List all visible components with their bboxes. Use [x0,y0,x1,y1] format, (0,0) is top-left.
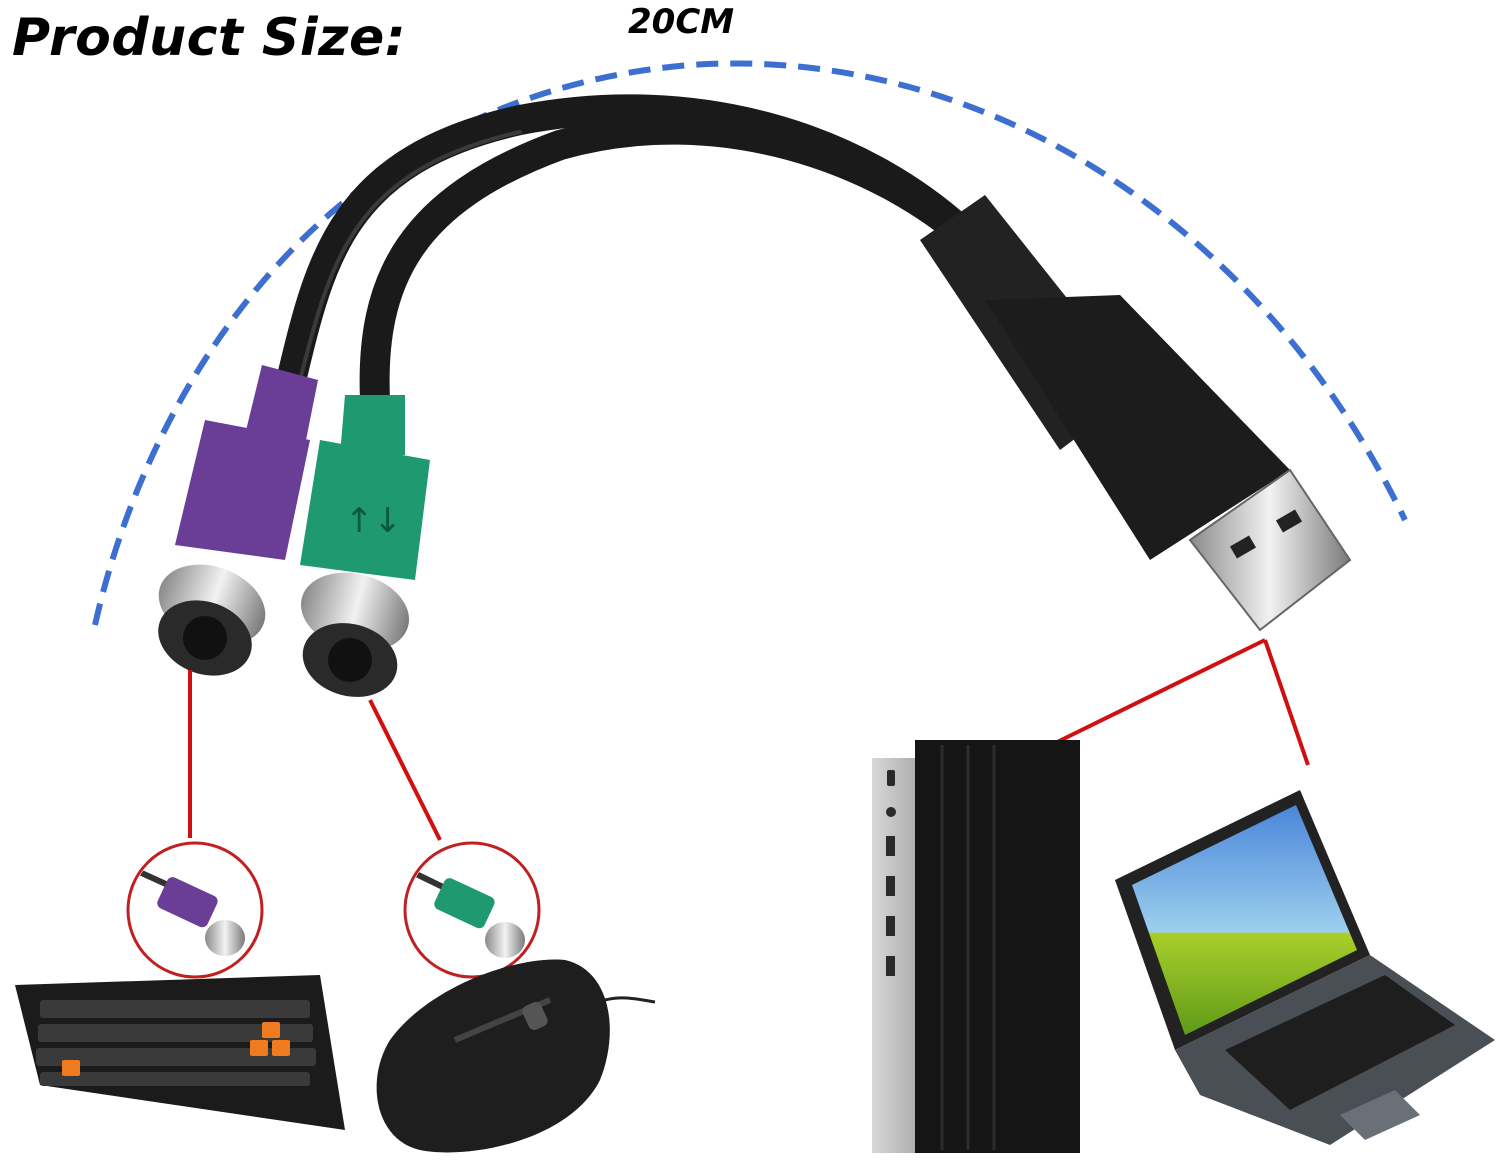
dimension-arc [92,60,1408,626]
mouse-illustration [376,959,656,1153]
ps2-mouse-connector: ↑↓ [300,395,430,697]
cable-length-label: 20CM [628,2,735,42]
arrow-label: ↑↓ [345,501,402,541]
product-size-title: Product Size: [12,8,407,68]
keyboard-plug-inset [126,841,264,979]
mouse-plug-inset [403,841,541,979]
usb-plug [920,195,1352,632]
laptop-illustration [1115,790,1495,1145]
ps2-keyboard-connector [158,365,318,676]
y-cable [275,94,985,415]
desktop-tower-illustration [872,740,1080,1153]
connection-lines [188,638,1310,841]
keyboard-illustration [15,975,345,1130]
